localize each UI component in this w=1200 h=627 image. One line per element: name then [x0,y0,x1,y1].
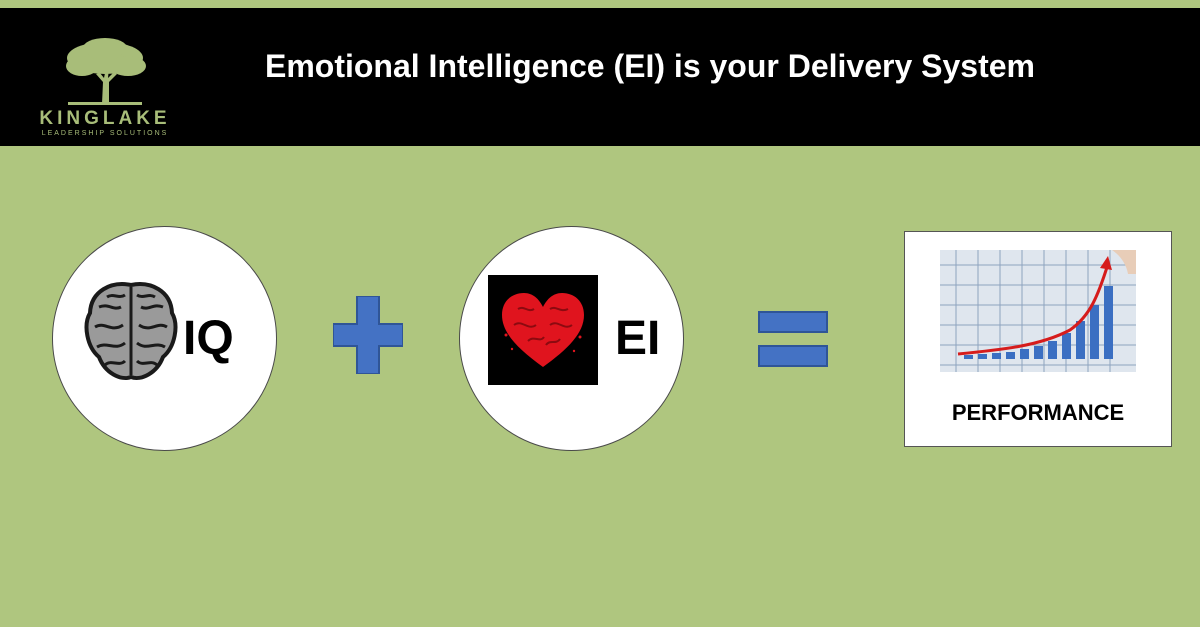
plus-icon [333,296,403,374]
brain-icon [84,282,178,380]
header-banner: KINGLAKE LEADERSHIP SOLUTIONS Emotional … [0,8,1200,146]
logo-tagline: LEADERSHIP SOLUTIONS [41,130,169,137]
ei-circle: EI [459,226,684,451]
logo-name: KINGLAKE [39,108,171,129]
page-title: Emotional Intelligence (EI) is your Deli… [264,48,1035,84]
ei-label: EI [615,312,661,365]
kinglake-logo[interactable]: KINGLAKE LEADERSHIP SOLUTIONS [30,38,185,144]
performance-label: PERFORMANCE [951,400,1125,425]
iq-circle: IQ [52,226,277,451]
heart-icon [502,293,584,367]
rising-bar-chart-icon [940,250,1136,372]
performance-card: PERFORMANCE [904,231,1172,447]
equals-icon [758,311,828,367]
tree-icon [66,38,146,105]
iq-label: IQ [183,312,234,365]
heart-image [488,275,598,385]
